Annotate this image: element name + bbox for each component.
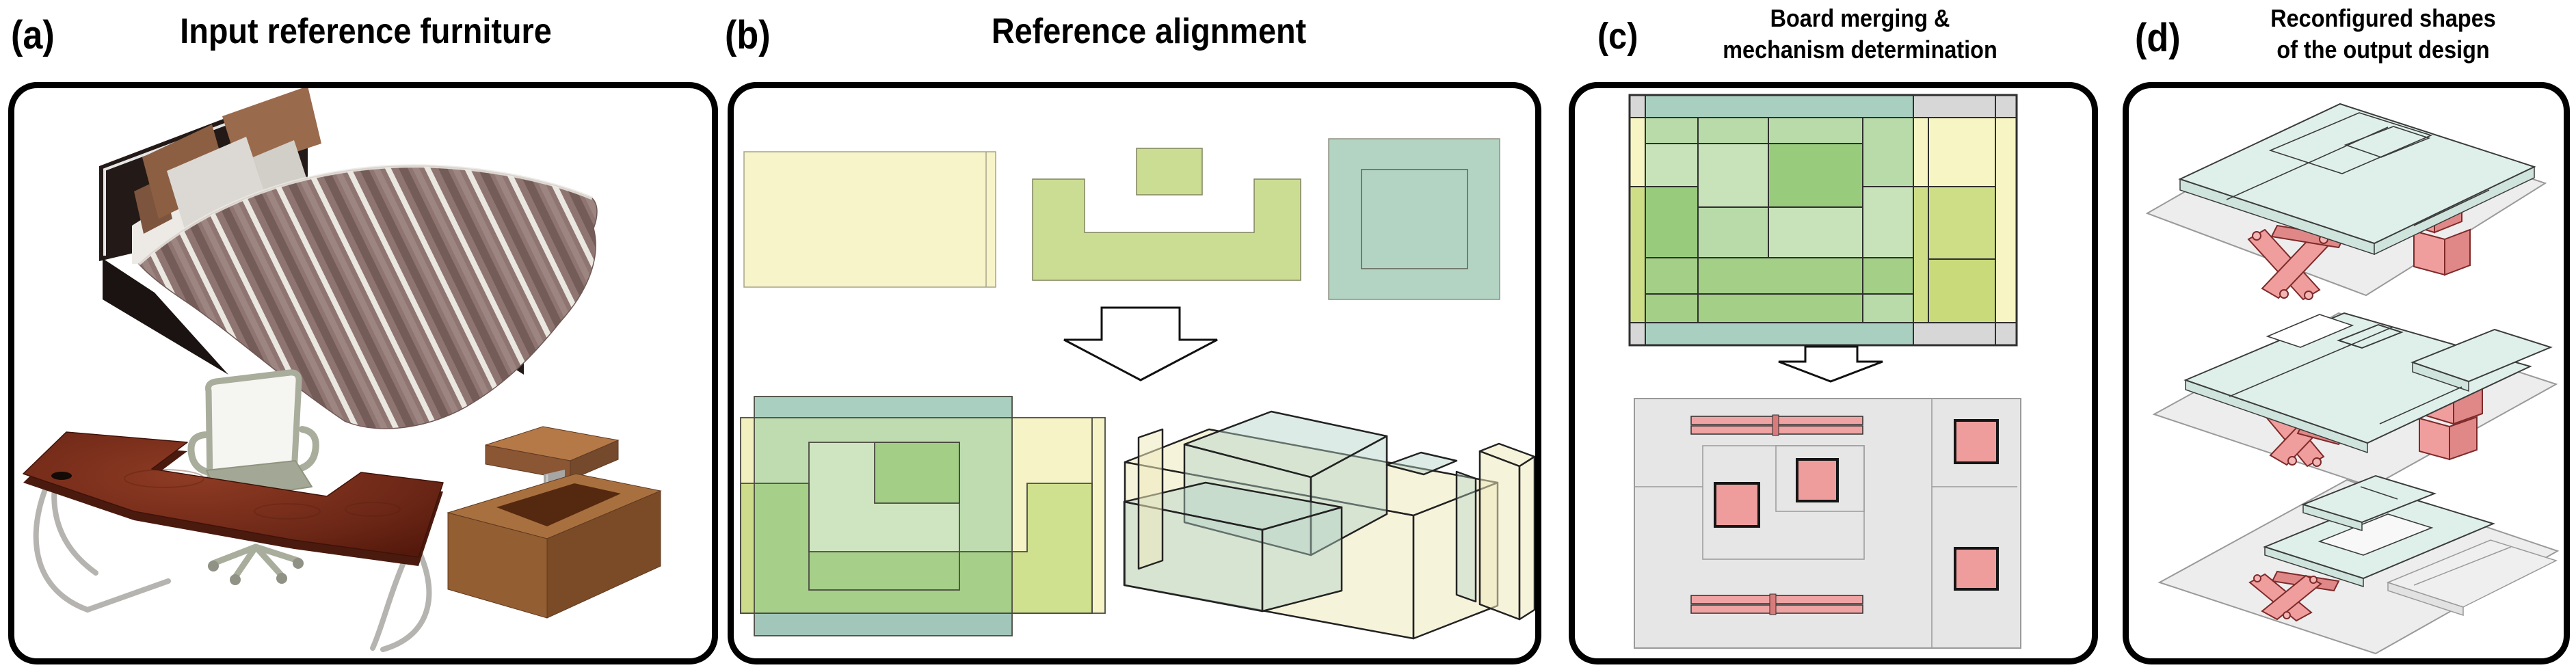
reconfig-state-2: [2152, 312, 2558, 488]
panel-d-label: (d): [2135, 16, 2181, 60]
panel-b-title: Reference alignment: [991, 12, 1307, 51]
panel-c-label: (c): [1597, 16, 1638, 57]
hinge-bar: [1690, 593, 1863, 615]
panel-a-label: (a): [11, 13, 55, 57]
panel-a-illustration: [23, 86, 662, 652]
panel-d-title-line1: Reconfigured shapes: [2270, 4, 2496, 32]
down-arrow-icon: [1778, 345, 1883, 383]
panel-c-title-line2: mechanism determination: [1723, 36, 1997, 64]
aligned-boards-overlay: [740, 396, 1106, 636]
panel-c-title-line1: Board merging &: [1770, 4, 1950, 32]
reference-board-teal: [1328, 138, 1500, 300]
desk-illustration: [23, 431, 444, 652]
box-table-illustration: [447, 426, 662, 619]
scissor-linkage: [2248, 570, 2340, 622]
panel-a-title: Input reference furniture: [180, 12, 552, 51]
reconfig-state-1: [2145, 103, 2547, 301]
board-merge-grid: [1628, 94, 2018, 347]
bed-illustration: [99, 86, 598, 429]
panel-c-illustration: [1628, 94, 2021, 649]
hinge-bar: [1690, 414, 1863, 436]
reconfig-state-3: [2157, 474, 2560, 655]
mechanism-square: [1714, 419, 1999, 591]
mechanism-layout-board: [1634, 398, 2021, 649]
panel-d-illustration: [2145, 103, 2560, 655]
aligned-boards-3d: [1123, 410, 1536, 640]
panel-d-title: Reconfigured shapes of the output design: [2227, 3, 2540, 66]
panel-c-title: Board merging & mechanism determination: [1663, 3, 2057, 66]
reference-board-green-u: [1032, 148, 1301, 281]
mint-raised-platform: [2300, 474, 2437, 532]
panel-d-title-line2: of the output design: [2276, 36, 2490, 64]
3d-yellow-panels: [1137, 428, 1536, 621]
gray-slab: [2386, 539, 2558, 617]
down-arrow-icon: [1063, 306, 1218, 381]
mint-frame: [2263, 492, 2495, 588]
panel-b-illustration: [740, 138, 1536, 640]
panel-b-label: (b): [725, 13, 771, 57]
reference-board-yellow: [743, 151, 996, 288]
3d-teal-upper-box: [1183, 410, 1458, 556]
